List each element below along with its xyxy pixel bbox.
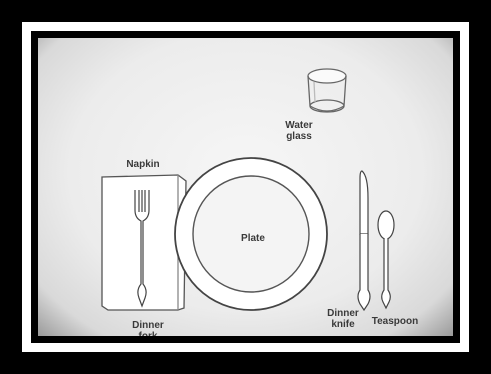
dinner-fork-label-line2: fork bbox=[128, 331, 168, 336]
plate-label: Plate bbox=[233, 233, 273, 244]
dinner-fork-label: Dinner fork bbox=[128, 320, 168, 336]
dinner-fork-label-line1: Dinner bbox=[128, 320, 168, 331]
place-setting-diagram: Water glass Napkin Plate Dinner fork Din… bbox=[38, 38, 453, 336]
water-glass-illustration bbox=[308, 69, 346, 112]
dinner-knife-illustration bbox=[358, 171, 370, 310]
teaspoon-illustration bbox=[378, 211, 394, 308]
dinner-knife-label-line1: Dinner bbox=[323, 308, 363, 319]
place-setting-drawing bbox=[38, 38, 453, 336]
water-glass-label-line1: Water bbox=[281, 120, 317, 131]
dinner-knife-label: Dinner knife bbox=[323, 308, 363, 330]
water-glass-label: Water glass bbox=[281, 120, 317, 142]
dinner-knife-label-line2: knife bbox=[323, 319, 363, 330]
teaspoon-label: Teaspoon bbox=[368, 316, 422, 327]
napkin-label: Napkin bbox=[121, 159, 165, 170]
water-glass-label-line2: glass bbox=[281, 131, 317, 142]
